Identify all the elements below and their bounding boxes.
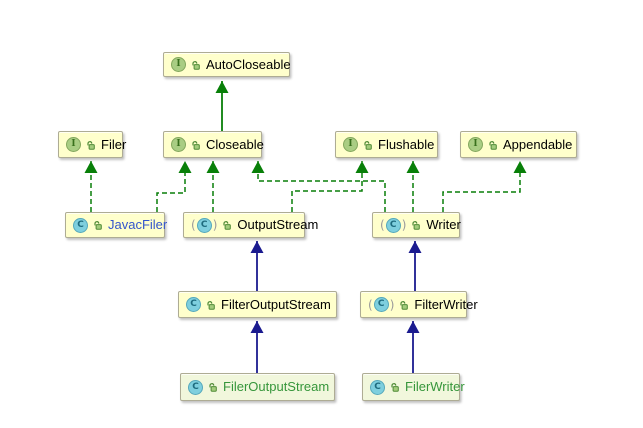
class-icon-letter: C (370, 379, 385, 395)
abstract-class-icon: (C) (191, 217, 218, 233)
class-icon: C (73, 217, 88, 233)
node-label-outputstream: OutputStream (237, 217, 319, 232)
abstract-class-icon-letter: C (385, 217, 401, 233)
abstract-class-icon-letter: C (196, 217, 212, 233)
node-label-autocloseable: AutoCloseable (206, 56, 291, 72)
lock-icon (209, 383, 217, 392)
node-label-filterwriter: FilterWriter (414, 296, 478, 312)
node-label-writer: Writer (426, 217, 461, 232)
abstract-paren-close: ) (389, 297, 395, 312)
node-filteroutputstream[interactable]: C FilterOutputStream (178, 291, 337, 318)
node-label-filerwriter: FilerWriter (405, 379, 465, 394)
node-label-filer: Filer (101, 136, 127, 152)
node-label-closeable: Closeable (206, 136, 264, 152)
node-label-javacfiler: JavacFiler (108, 217, 168, 232)
class-icon: C (188, 379, 203, 395)
class-icon: C (370, 379, 385, 395)
lock-icon (87, 140, 95, 150)
node-label-appendable: Appendable (503, 136, 573, 152)
class-icon: C (186, 297, 201, 312)
node-outputstream[interactable]: (C) OutputStream (183, 212, 318, 238)
class-icon-letter: C (186, 297, 201, 312)
node-label-filteroutputstream: FilterOutputStream (221, 296, 331, 312)
node-filerwriter[interactable]: C FilerWriter (362, 373, 465, 401)
lock-icon (412, 221, 421, 230)
abstract-paren-open: ( (368, 297, 373, 312)
interface-icon: I (343, 137, 358, 152)
interface-icon-letter: I (468, 137, 483, 152)
node-fileroutputstream[interactable]: C FilerOutputStream (180, 373, 335, 401)
node-writer[interactable]: (C) Writer (372, 212, 461, 238)
node-appendable[interactable]: I Appendable (460, 131, 577, 158)
abstract-paren-close: ) (212, 218, 218, 232)
abstract-paren-open: ( (380, 218, 385, 232)
lock-icon (400, 300, 409, 310)
lock-icon (94, 221, 102, 230)
edge-writer-to-closeable[interactable] (251, 161, 386, 212)
lock-icon (223, 221, 232, 230)
edge-writer-to-appendable[interactable] (442, 161, 527, 212)
class-icon-letter: C (73, 217, 88, 233)
node-label-flushable: Flushable (378, 136, 435, 152)
node-autocloseable[interactable]: I AutoCloseable (163, 52, 291, 77)
node-label-fileroutputstream: FilerOutputStream (223, 379, 330, 394)
interface-icon: I (66, 137, 81, 152)
interface-icon-letter: I (66, 137, 81, 152)
node-flushable[interactable]: I Flushable (335, 131, 438, 158)
node-filterwriter[interactable]: (C) FilterWriter (360, 291, 478, 318)
abstract-class-icon: (C) (380, 217, 407, 233)
class-icon-letter: C (188, 379, 203, 395)
interface-icon: I (171, 57, 186, 72)
interface-icon-letter: I (343, 137, 358, 152)
lock-icon (207, 300, 215, 310)
abstract-paren-close: ) (401, 218, 407, 232)
lock-icon (192, 140, 200, 150)
edge-javacfiler-to-closeable[interactable] (156, 161, 192, 212)
lock-icon (192, 60, 200, 70)
interface-icon-letter: I (171, 57, 186, 72)
lock-icon (364, 140, 372, 150)
abstract-class-icon-letter: C (373, 297, 389, 312)
interface-icon: I (171, 137, 186, 152)
node-closeable[interactable]: I Closeable (163, 131, 264, 158)
lock-icon (391, 383, 399, 392)
edge-outputstream-to-flushable[interactable] (291, 161, 369, 212)
interface-icon-letter: I (171, 137, 186, 152)
node-javacfiler[interactable]: C JavacFiler (65, 212, 168, 238)
node-filer[interactable]: I Filer (58, 131, 127, 158)
interface-icon: I (468, 137, 483, 152)
abstract-paren-open: ( (191, 218, 196, 232)
abstract-class-icon: (C) (368, 297, 394, 312)
lock-icon (489, 140, 497, 150)
